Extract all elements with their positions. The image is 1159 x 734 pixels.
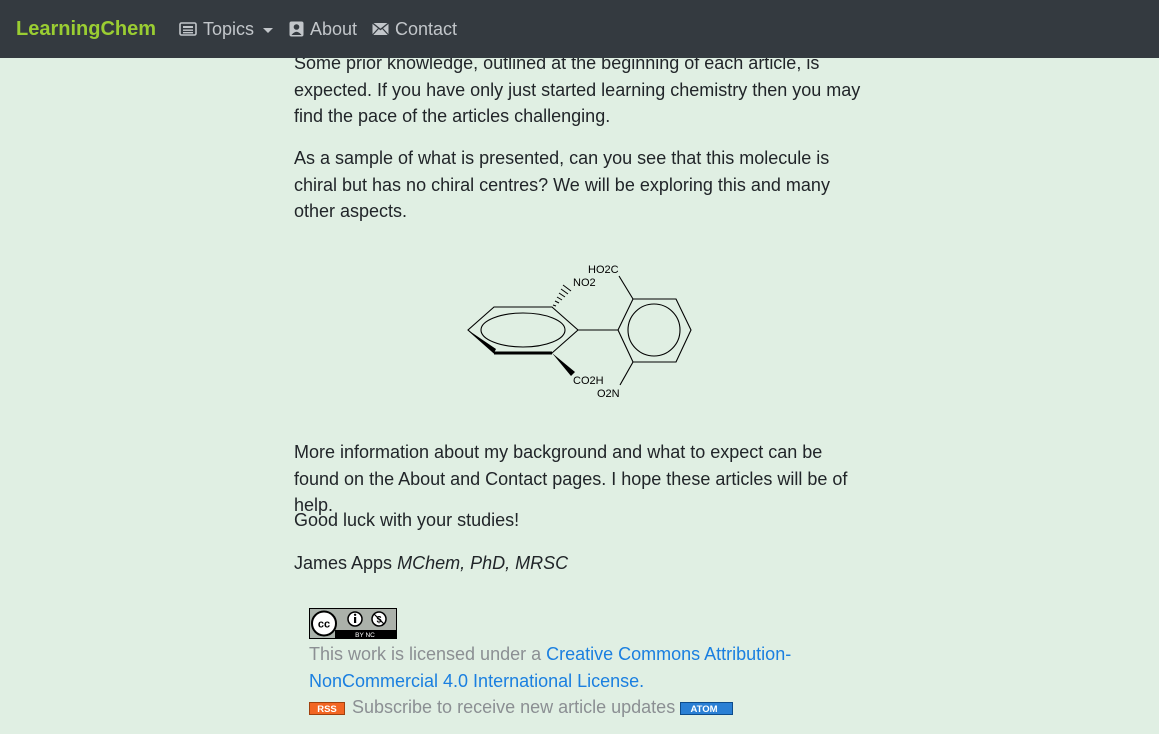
nav-topics-dropdown[interactable]: Topics — [179, 18, 274, 40]
sample-paragraph: As a sample of what is presented, can yo… — [294, 148, 830, 221]
subscribe-text: Subscribe to receive new article updates — [352, 697, 676, 717]
newspaper-icon — [179, 22, 197, 36]
envelope-icon — [372, 22, 389, 36]
chevron-down-icon — [263, 27, 274, 33]
cc-by-nc-badge-icon: cc $ BY NC — [309, 608, 397, 639]
background-paragraph: More information about my background and… — [294, 442, 848, 515]
cc-license-badge-link[interactable]: cc $ BY NC — [309, 608, 397, 639]
user-icon — [289, 21, 304, 37]
license-text: This work is licensed under a Creative C… — [309, 644, 792, 691]
good-luck-paragraph: Good luck with your studies! — [294, 510, 520, 530]
page-footer: cc $ BY NC This work is licensed under a… — [309, 608, 809, 721]
nav-about-label: About — [310, 19, 358, 39]
rss-feed-link[interactable]: RSS — [309, 701, 345, 715]
rss-badge-icon: RSS — [309, 701, 345, 715]
svg-text:RSS: RSS — [317, 704, 337, 715]
svg-text:cc: cc — [318, 619, 330, 631]
svg-text:ATOM: ATOM — [691, 704, 718, 715]
intro-paragraph: Some prior knowledge, outlined at the be… — [294, 53, 861, 126]
brand-link[interactable]: LearningChem — [16, 18, 157, 40]
bottom-acid-label: CO2H — [573, 375, 604, 387]
top-navbar: LearningChem Topics About Contact — [0, 0, 1159, 58]
author-name: James Apps — [294, 553, 393, 573]
top-nitro-label: NO2 — [573, 277, 596, 289]
atom-badge-icon: ATOM — [680, 701, 734, 715]
subscribe-row: RSS Subscribe to receive new article upd… — [309, 694, 809, 721]
author-signature: James Apps MChem, PhD, MRSC — [294, 550, 869, 577]
nav-contact-label: Contact — [395, 19, 458, 39]
author-credentials: MChem, PhD, MRSC — [397, 553, 569, 573]
atom-feed-link[interactable]: ATOM — [680, 701, 734, 715]
nav-topics-label: Topics — [203, 19, 255, 39]
bottom-nitro-label: O2N — [597, 388, 620, 400]
nav-contact-link[interactable]: Contact — [372, 18, 457, 40]
top-acid-label: HO2C — [588, 264, 619, 276]
cc-badge-text: BY NC — [355, 632, 375, 639]
nav-about-link[interactable]: About — [289, 18, 357, 40]
license-link[interactable]: Creative Commons Attribution-NonCommerci… — [309, 644, 792, 691]
biphenyl-molecule-diagram: HO2C NO2 CO2H O2N — [467, 264, 692, 400]
